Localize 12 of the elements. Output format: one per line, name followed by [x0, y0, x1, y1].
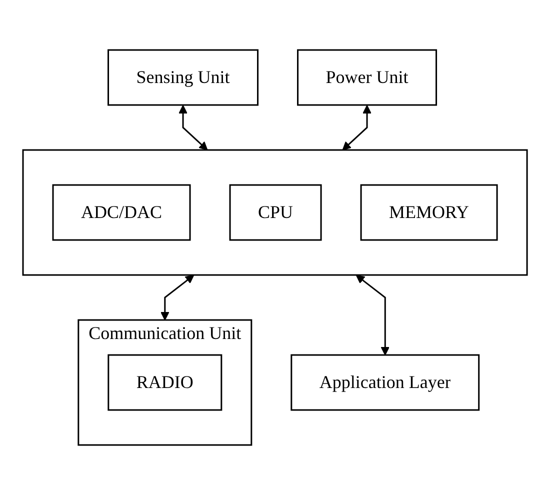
- arrow: [178, 104, 208, 150]
- node-box: Sensing Unit: [107, 48, 258, 106]
- node-box: Power Unit: [297, 48, 437, 106]
- node-box: RADIO: [108, 354, 222, 410]
- cluster: [22, 148, 528, 276]
- node-box: CPU: [229, 184, 322, 240]
- node-box: Application Layer: [290, 354, 480, 410]
- arrow: [160, 274, 194, 320]
- node-box: MEMORY: [360, 184, 498, 240]
- arrow: [342, 104, 372, 150]
- arrow: [356, 274, 390, 355]
- node-box: ADC/DAC: [52, 184, 191, 240]
